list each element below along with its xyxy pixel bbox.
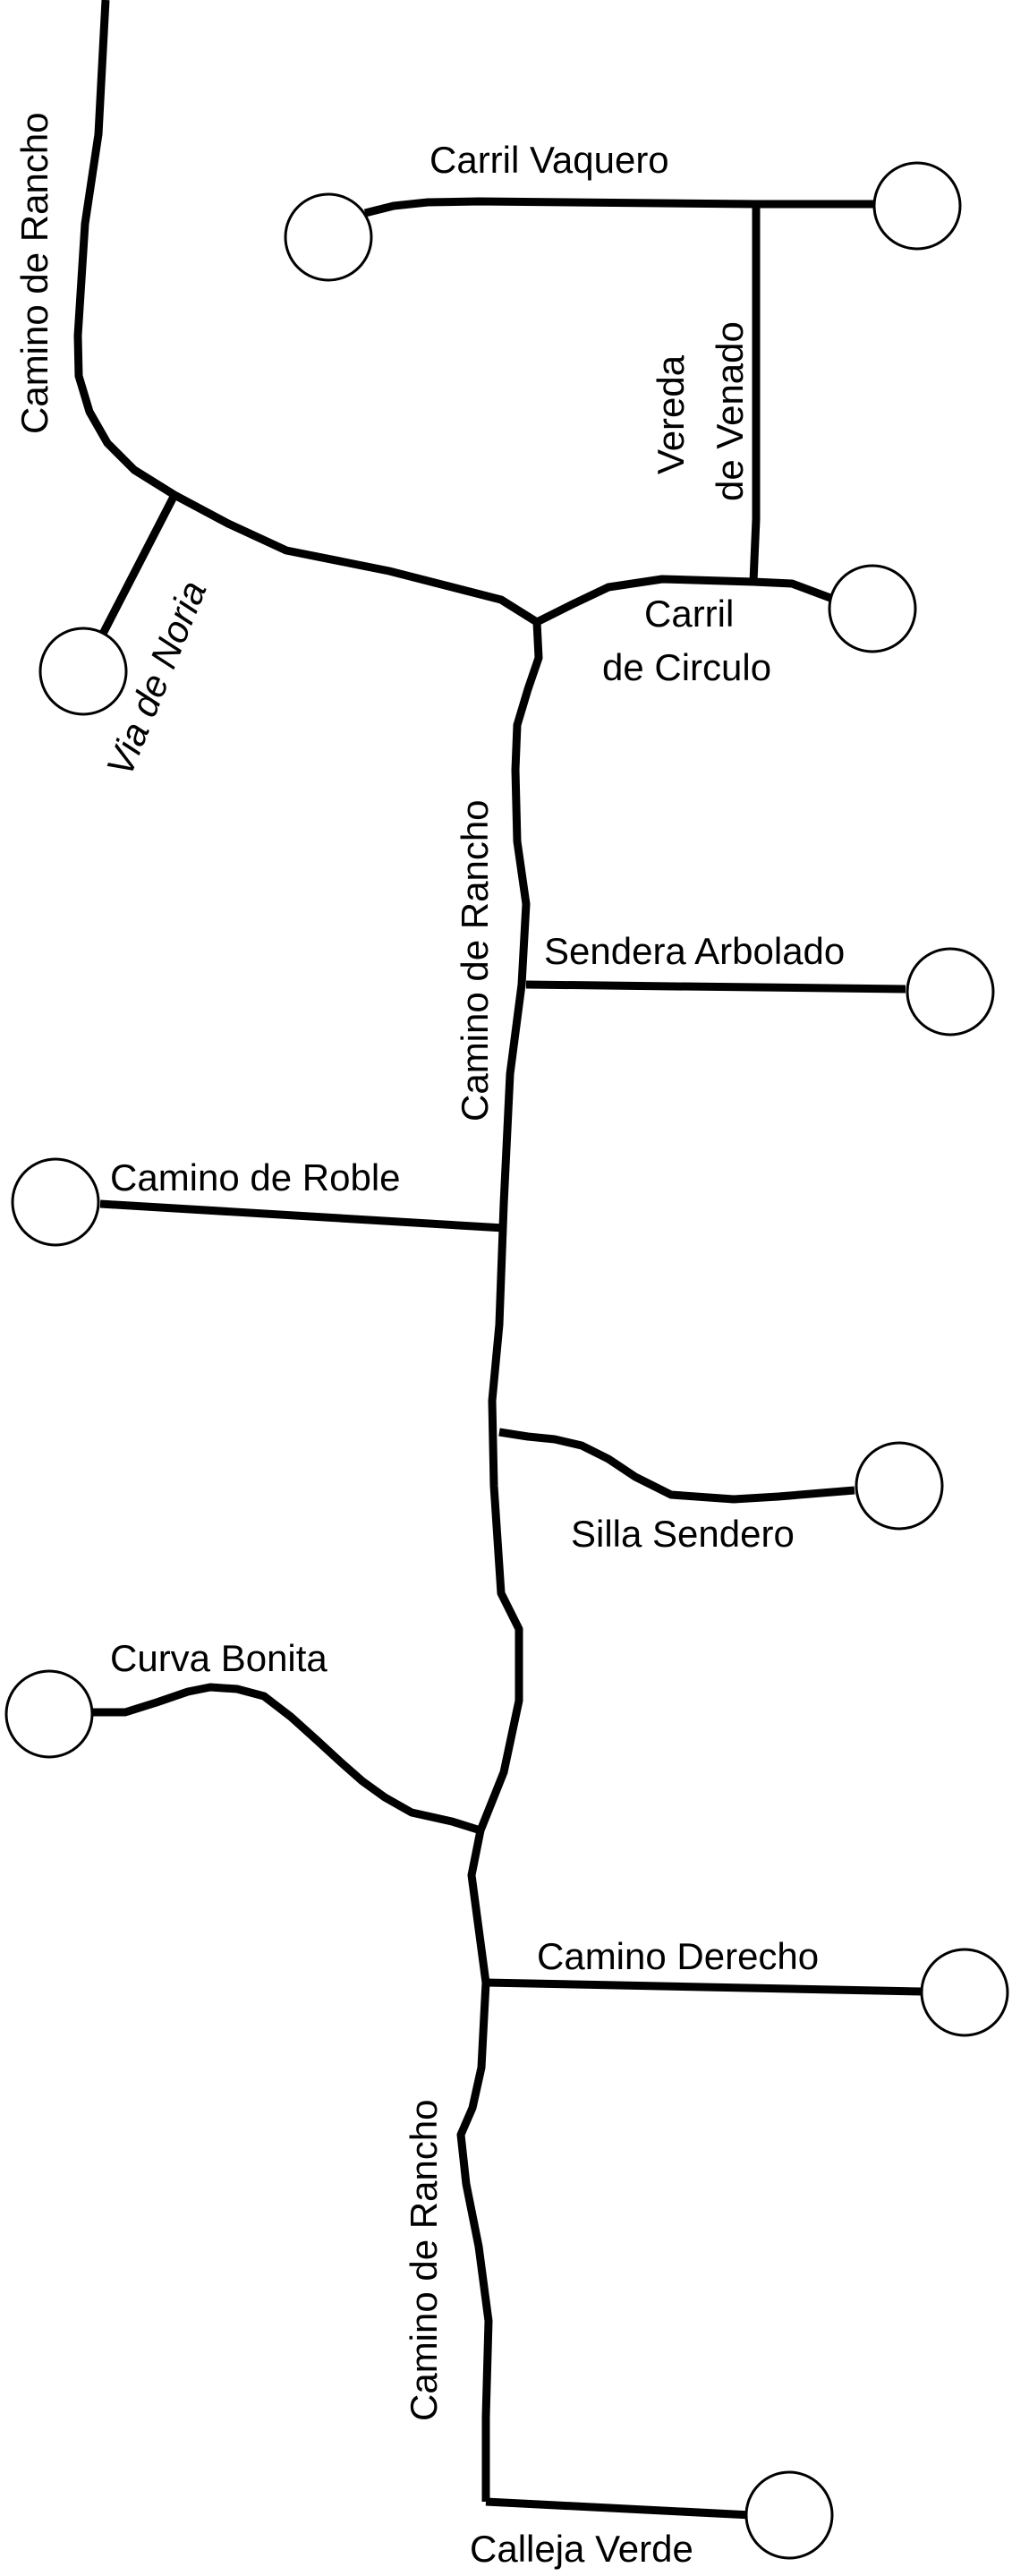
endpoint-circle-silla-sendero: [855, 1441, 944, 1531]
label-camino-de-rancho-bottom: Camino de Rancho: [403, 2099, 445, 2421]
label-camino-derecho: Camino Derecho: [537, 1935, 819, 1977]
road-camino-de-rancho: [73, 0, 543, 2502]
road-sendera-arbolado: [525, 980, 906, 994]
endpoint-circle-carril-vaquero-west: [284, 192, 373, 282]
label-camino-de-rancho-top: Camino de Rancho: [13, 112, 55, 434]
label-carril-de-circulo-line2: de Circulo: [602, 646, 771, 688]
road-carril-vaquero: [363, 197, 875, 218]
road-via-de-noria: [99, 492, 178, 636]
endpoint-circle-carril-vaquero-east: [872, 161, 962, 251]
road-silla-sendero: [498, 1428, 855, 1504]
endpoint-circle-curva-bonita: [4, 1669, 94, 1759]
road-calleja-verde: [485, 2497, 753, 2520]
endpoint-circle-carril-de-circulo: [828, 564, 917, 653]
label-sendera-arbolado: Sendera Arbolado: [544, 930, 845, 972]
label-curva-bonita: Curva Bonita: [110, 1637, 327, 1679]
label-silla-sendero: Silla Sendero: [571, 1513, 795, 1555]
endpoint-circle-via-de-noria: [38, 627, 128, 716]
endpoint-circle-camino-de-roble: [11, 1157, 100, 1247]
road-camino-de-roble: [99, 1199, 505, 1233]
label-carril-vaquero: Carril Vaquero: [429, 139, 669, 181]
label-camino-de-roble: Camino de Roble: [110, 1156, 401, 1198]
label-camino-de-rancho-middle: Camino de Rancho: [454, 799, 496, 1122]
label-carril-de-circulo-line1: Carril: [644, 593, 734, 635]
road-vereda-de-venado: [749, 204, 761, 583]
endpoint-circle-calleja-verde: [744, 2470, 834, 2560]
label-vereda-de-venado-line1: Vereda: [650, 354, 692, 474]
road-curva-bonita: [89, 1683, 482, 1835]
road-camino-derecho: [485, 1978, 923, 1996]
label-vereda-de-venado-line2: de Venado: [709, 321, 751, 501]
label-calleja-verde: Calleja Verde: [470, 2528, 693, 2570]
endpoint-circle-camino-derecho: [920, 1948, 1009, 2037]
endpoint-circle-sendera-arbolado: [906, 947, 995, 1036]
road-carril-de-circulo: [534, 575, 832, 627]
